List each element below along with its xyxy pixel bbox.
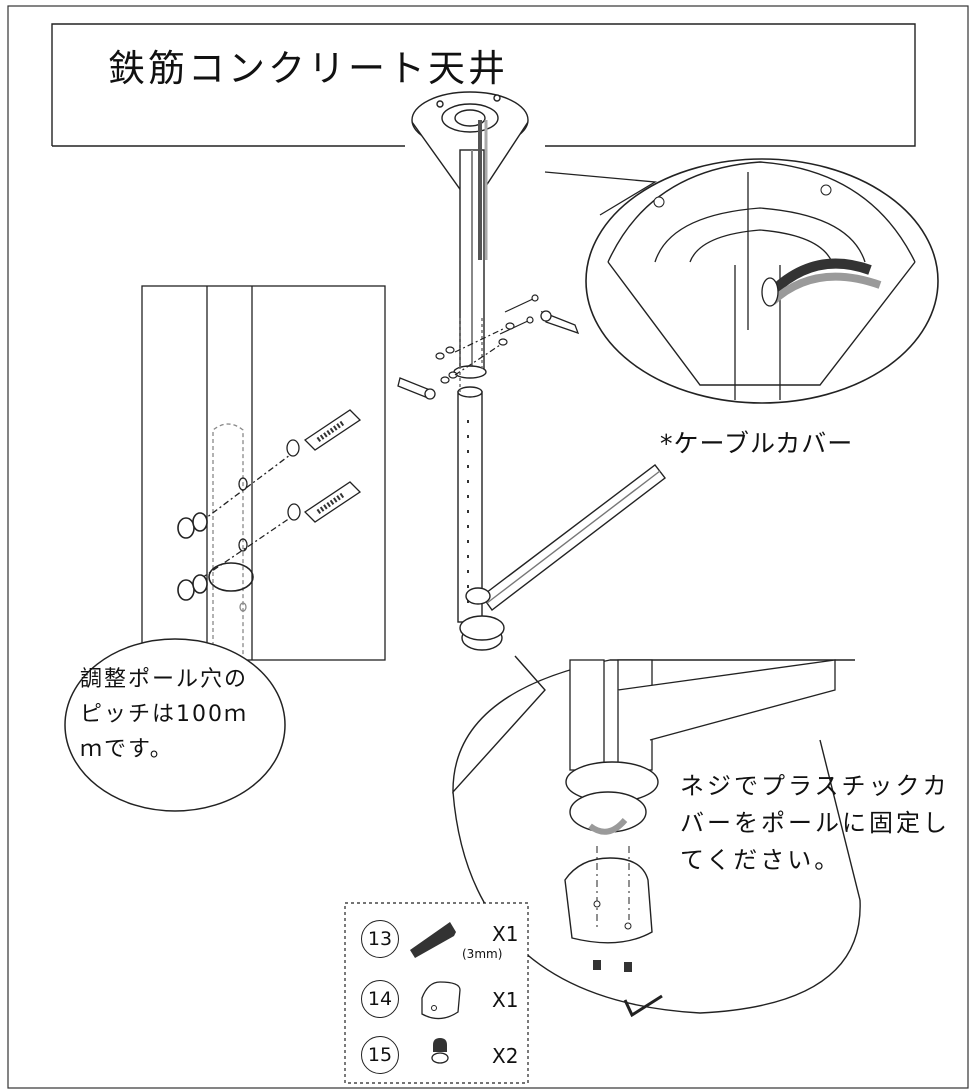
pitch-note: 調整ポール穴のピッチは100ｍｍです。 [80, 667, 249, 762]
cover-zoom [452, 655, 861, 1018]
cable-cover-zoom [544, 158, 939, 404]
pole-detail-zoom [141, 285, 386, 661]
part-size-13: (3mm) [462, 947, 503, 961]
pole-bolts [435, 294, 539, 384]
part-qty-13: X1 [492, 922, 519, 946]
pitch-bubble [64, 638, 286, 812]
part-number-15: 15 [361, 1036, 399, 1074]
screw-icon [431, 1038, 449, 1064]
lower-pole [453, 318, 487, 623]
cable-cover-label: *ケーブルカバー [660, 429, 854, 458]
part-number-14: 14 [361, 980, 399, 1018]
hex-key-icon [410, 922, 456, 958]
screw-note: ネジでプラスチックカバーをポールに固定してください。 [680, 772, 950, 874]
part-number-13: 13 [361, 920, 399, 958]
page-title: 鉄筋コンクリート天井 [108, 47, 508, 90]
plastic-cover-icon [421, 981, 461, 1020]
part-qty-14: X1 [492, 988, 519, 1012]
projector-arm [459, 464, 666, 651]
part-qty-15: X2 [492, 1044, 519, 1068]
page-border [7, 5, 969, 1089]
wing-handle-icon [397, 310, 580, 400]
title-box [51, 23, 916, 147]
